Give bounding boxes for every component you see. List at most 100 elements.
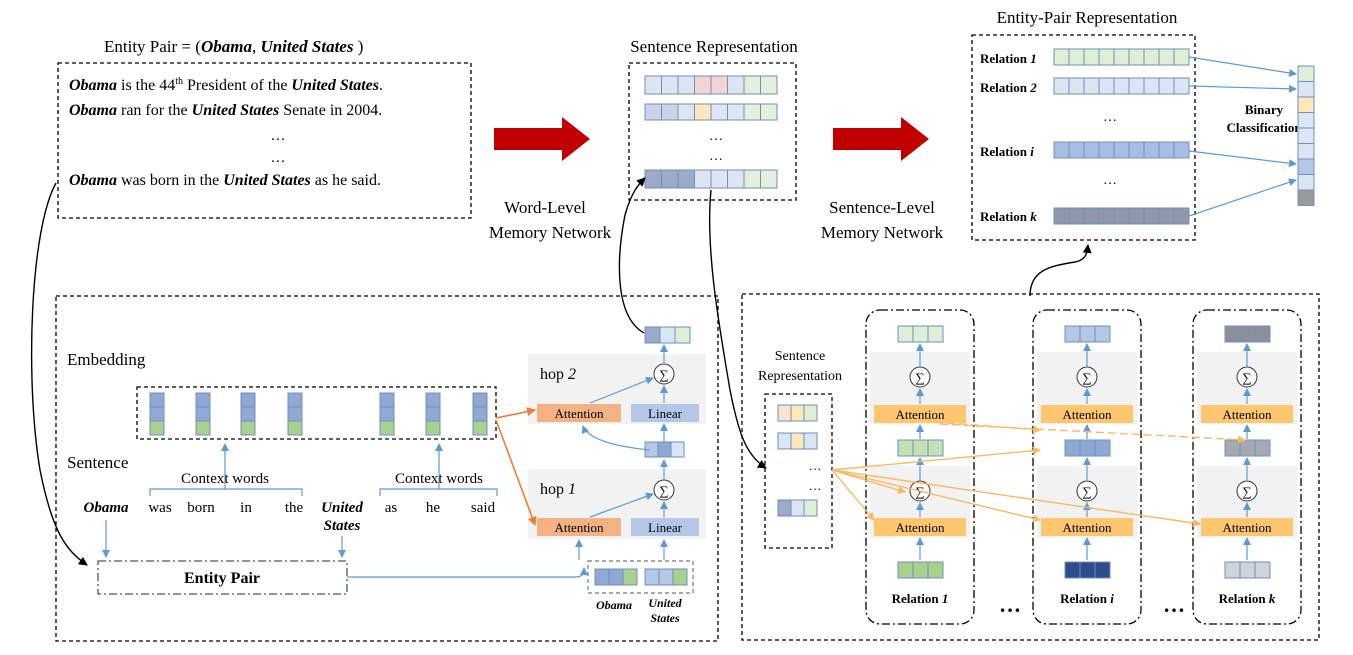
embedding-vector-0-cell: [149, 406, 165, 422]
relation-label-i: Relation i: [980, 144, 1034, 159]
sentence-rep-to-sentence-module-arrow: [708, 189, 767, 469]
word-level-label-1: Word-Level: [504, 198, 586, 217]
sentence-module-to-entity-pair-arrow: [1029, 244, 1092, 297]
sm-vector-3-cell: [777, 499, 792, 517]
context-bracket-1: [149, 488, 303, 496]
embedding-vector-0-cell: [149, 420, 165, 436]
cls-vector-cell: [1297, 143, 1315, 160]
sr-vector-1-cell: [694, 75, 712, 95]
cls-vector-cell: [1297, 189, 1315, 206]
classification-vector: [1297, 65, 1315, 206]
sr-vector-2-cell: [677, 103, 695, 121]
relation-column-0-sum-symbol-0: ∑: [915, 370, 924, 385]
sm-vector-2-cell: [803, 432, 818, 450]
word-he: he: [426, 500, 441, 516]
embedding-box: [136, 386, 497, 440]
embedding-vector-1-cell: [195, 392, 211, 408]
relation-column-1-mid-vector-cell: [1094, 439, 1111, 457]
sr-vector-2-cell: [760, 103, 778, 121]
relation-vector-3-cell: [1083, 207, 1100, 225]
entity-to-pair-vectors-arrow: [347, 567, 588, 578]
relation-column-1-sum-icon-1: [1076, 480, 1098, 502]
relation-column-0-mid-vector-cell: [927, 439, 944, 457]
sm-vector-2-cell: [790, 432, 805, 450]
sentence-2: Obama ran for the United States Senate i…: [69, 102, 382, 119]
relation-vector-2-cell: [1098, 141, 1115, 159]
relation-label-2: Relation 2: [980, 80, 1037, 95]
entity-vector-united-states-cell: [644, 568, 660, 586]
sr-vector-2-cell: [743, 103, 761, 121]
hop1-linear: [631, 518, 699, 536]
relation-vector-2-cell: [1113, 141, 1130, 159]
red-arrow-2-icon: [833, 117, 929, 161]
relation-vector-3-cell: [1053, 207, 1070, 225]
embedding-vector-1-cell: [195, 406, 211, 422]
relation-vector-1-cell: [1143, 77, 1160, 95]
embedding-vectors: [149, 392, 488, 436]
relation-column-2-mid-vector-cell: [1239, 439, 1256, 457]
hop1-output-vector-cell: [670, 441, 685, 458]
relation-vector-2-cell: [1083, 141, 1100, 159]
rel2-to-cls-arrow: [1188, 84, 1297, 93]
sm-vector-1-cell: [777, 404, 792, 422]
sr-vector-2-cell: [644, 103, 662, 121]
hop2-linear: [631, 404, 699, 422]
word-the: the: [285, 500, 304, 516]
relation-column-0-attention-label-0: Attention: [895, 407, 945, 422]
dashed-connector-1: [934, 421, 1041, 434]
relation-column-1-input-vector-cell: [1094, 561, 1111, 579]
sm-sentence-representation-label-1: Sentence: [775, 349, 826, 364]
word-output-to-sentence-rep-arrow: [618, 177, 646, 334]
cls-vector-cell: [1297, 174, 1315, 191]
entity-pair-title: Entity Pair = (Obama, United States ): [104, 37, 363, 56]
word-said: said: [471, 500, 496, 516]
entity-vectors-box: [587, 560, 694, 594]
embedding-vector-2-cell: [240, 406, 256, 422]
relation-vector-0-cell: [1068, 48, 1085, 66]
relation-column-1-attention-1: [1041, 518, 1133, 536]
relation-column-2-sum-icon-1: [1236, 480, 1258, 502]
relation-column-0-output-vector-cell: [897, 325, 914, 343]
relation-ellipsis-1: …: [1103, 110, 1117, 125]
embedding-vector-3-cell: [287, 392, 303, 408]
relation-column-2-output-vector-cell: [1254, 325, 1271, 343]
embedding-vector-3-cell: [287, 420, 303, 436]
relation-column-2-mid-vector-cell: [1254, 439, 1271, 457]
relation-vector-3-cell: [1098, 207, 1115, 225]
sentence-level-label-2: Memory Network: [821, 223, 944, 242]
sr-vector-3-cell: [694, 169, 712, 189]
entity-pair-representation-box: [971, 34, 1196, 241]
cls-vector-cell: [1297, 81, 1315, 98]
hop1-vector-to-hop2-attention-arrow: [581, 425, 651, 451]
hop2-output-vector-cell: [644, 326, 661, 344]
relation-vector-0-cell: [1143, 48, 1160, 66]
sentence-ellipsis-2: …: [271, 150, 286, 166]
sr-vector-2-cell: [694, 103, 712, 121]
relation-column-0-label: Relation 1: [892, 591, 949, 606]
relation-vector-1-cell: [1113, 77, 1130, 95]
relation-column-2-sum-icon-0: [1236, 366, 1258, 388]
embedding-vector-4-cell: [379, 420, 395, 436]
sentence-ellipsis-1: …: [271, 128, 286, 144]
sr-vector-1-cell: [743, 75, 761, 95]
relation-column-1-output-vector-cell: [1094, 325, 1111, 343]
sm-vector-3-cell: [803, 499, 818, 517]
embedding-to-hop2-attention-arrow: [495, 407, 536, 419]
sr-vector-2-cell: [661, 103, 679, 121]
sr-ellipsis-1: …: [709, 129, 723, 144]
relation-vector-0-cell: [1053, 48, 1070, 66]
entity-vector-united-label: United: [648, 596, 682, 610]
entity-vector-obama-cell: [608, 568, 624, 586]
sm-sentence-representation-label-2: Representation: [758, 369, 842, 384]
relation-column-1: [1032, 309, 1142, 625]
reli-to-cls-arrow: [1188, 150, 1297, 168]
relation-column-0-mid-vector-cell: [912, 439, 929, 457]
sr-vector-1-cell: [727, 75, 745, 95]
relation-column-1-sum-symbol-0: ∑: [1082, 370, 1091, 385]
rel1-to-cls-arrow: [1188, 56, 1297, 77]
sm-to-sum-1-arrow: [831, 469, 906, 494]
hop-vectors: [644, 326, 691, 458]
relation-vectors: [1053, 48, 1190, 225]
sm-to-col-i-arrow: [831, 446, 1041, 471]
embedding-label: Embedding: [67, 350, 146, 369]
